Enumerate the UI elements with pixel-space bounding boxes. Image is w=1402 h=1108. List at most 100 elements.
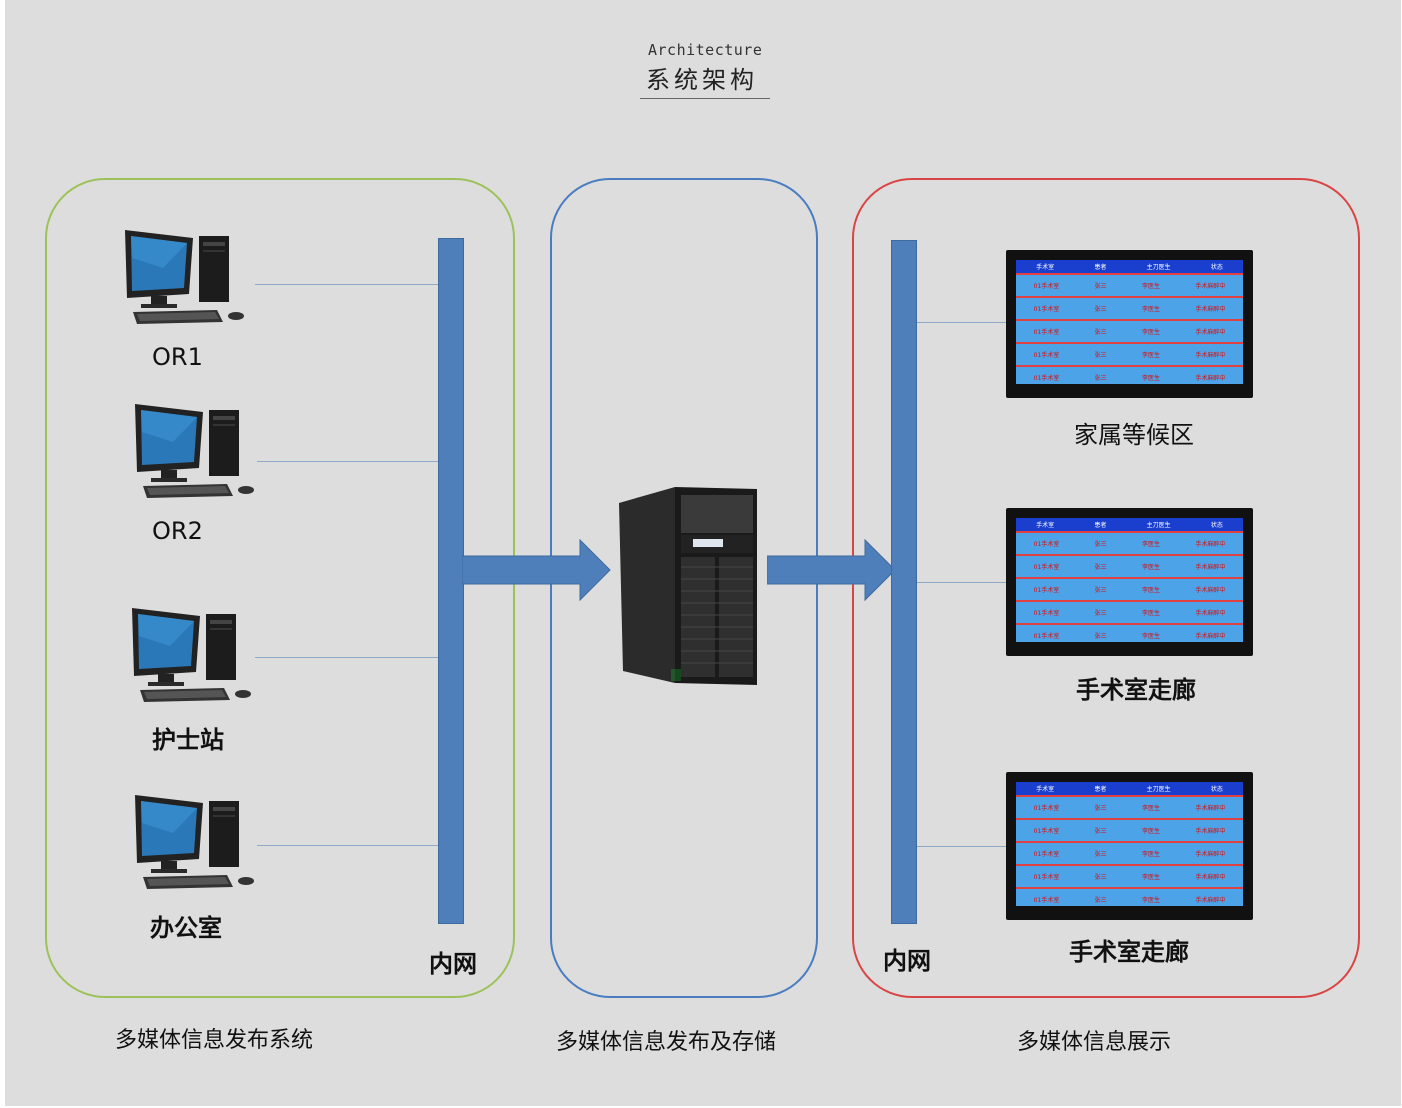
screen-cell: 手术麻醉中	[1195, 564, 1226, 571]
screen-cell: 张三	[1094, 541, 1107, 548]
arrow-right-icon	[767, 538, 896, 602]
screen-table-row: 01手术室 张三 李医生 手术麻醉中	[1016, 531, 1243, 554]
screen-cell: 李医生	[1141, 283, 1160, 290]
screen-cell: 张三	[1094, 564, 1107, 571]
title-underline	[640, 98, 770, 99]
screen-table-row: 01手术室 张三 李医生 手术麻醉中	[1016, 273, 1243, 296]
screen-cell: 01手术室	[1033, 329, 1060, 336]
right-group-caption: 多媒体信息展示	[1017, 1030, 1172, 1055]
middle-group-border	[550, 178, 818, 998]
desktop-computer-icon	[135, 795, 254, 889]
server-tower-icon	[619, 487, 757, 685]
screen-cell: 张三	[1094, 897, 1107, 904]
desktop-computer-icon	[135, 404, 254, 498]
screen-table-row: 01手术室张三李医生手术麻醉中	[1016, 342, 1243, 365]
computer-office-label: 办公室	[150, 914, 222, 942]
computer-nurse-station	[130, 606, 258, 710]
display-1-label: 家属等候区	[1074, 421, 1194, 449]
screen-cell: 手术麻醉中	[1195, 329, 1226, 336]
left-group-caption: 多媒体信息发布系统	[115, 1028, 314, 1053]
screen-table-row: 01手术室张三李医生手术麻醉中	[1016, 818, 1243, 841]
right-bus-label: 内网	[883, 947, 931, 975]
screen-table-row: 01手术室张三李医生手术麻醉中	[1016, 887, 1243, 910]
display-2-label: 手术室走廊	[1076, 676, 1196, 704]
screen-table-row: 01手术室张三李医生手术麻醉中	[1016, 577, 1243, 600]
screen-cell: 01手术室	[1033, 610, 1060, 617]
screen-cell: 手术麻醉中	[1195, 851, 1226, 858]
screen-cell: 手术麻醉中	[1195, 587, 1226, 594]
screen-cell: 手术麻醉中	[1195, 375, 1226, 382]
left-network-bus	[438, 238, 464, 924]
screen-header-cell: 手术室	[1036, 264, 1055, 271]
screen-header-cell: 患者	[1094, 522, 1107, 529]
connector-line	[257, 845, 438, 846]
screen-cell: 01手术室	[1033, 828, 1060, 835]
connector-line	[255, 284, 438, 285]
screen-table-header: 手术室患者主刀医生状态	[1016, 782, 1243, 795]
screen-cell: 张三	[1094, 587, 1107, 594]
screen-header-cell: 主刀医生	[1146, 786, 1171, 793]
screen-cell: 01手术室	[1033, 352, 1060, 359]
screen-cell: 李医生	[1141, 851, 1160, 858]
screen-table-row: 01手术室张三李医生手术麻醉中	[1016, 365, 1243, 388]
computer-or1	[123, 228, 251, 332]
screen-cell: 手术麻醉中	[1195, 805, 1226, 812]
screen-cell: 张三	[1094, 283, 1107, 290]
screen-cell: 手术麻醉中	[1195, 610, 1226, 617]
right-network-bus	[891, 240, 917, 924]
diagram-canvas: Architecture 系统架构 内网 OR1 OR2	[5, 0, 1401, 1106]
screen-table-row: 01手术室张三李医生手术麻醉中	[1016, 795, 1243, 818]
connector-line	[255, 657, 438, 658]
screen-cell: 手术麻醉中	[1195, 306, 1226, 313]
screen-cell: 01手术室	[1033, 283, 1060, 290]
connector-line	[917, 322, 1007, 323]
screen-cell: 01手术室	[1033, 633, 1060, 640]
computer-or2-label: OR2	[152, 517, 203, 545]
screen-cell: 手术麻醉中	[1195, 283, 1226, 290]
screen-cell: 张三	[1094, 851, 1107, 858]
screen-table-row: 01手术室 张三 李医生 手术麻醉中	[1016, 319, 1243, 342]
screen-cell: 张三	[1094, 828, 1107, 835]
desktop-computer-icon	[132, 608, 251, 702]
screen-header-cell: 患者	[1094, 264, 1107, 271]
screen-cell: 李医生	[1141, 564, 1160, 571]
arrow-right-icon	[462, 538, 611, 602]
screen-cell: 01手术室	[1033, 897, 1060, 904]
screen-header-cell: 状态	[1210, 522, 1223, 529]
screen-header-cell: 患者	[1094, 786, 1107, 793]
screen-cell: 李医生	[1141, 805, 1160, 812]
screen-cell: 李医生	[1141, 610, 1160, 617]
screen-table-row: 01手术室张三李医生手术麻醉中	[1016, 623, 1243, 646]
screen-table-row: 01手术室 张三 李医生 手术麻醉中	[1016, 554, 1243, 577]
screen-cell: 张三	[1094, 329, 1107, 336]
title-chinese: 系统架构	[646, 66, 758, 94]
screen-table-row: 01手术室张三李医生手术麻醉中	[1016, 864, 1243, 887]
screen-cell: 李医生	[1141, 541, 1160, 548]
screen-cell: 01手术室	[1033, 564, 1060, 571]
screen-cell: 李医生	[1141, 897, 1160, 904]
connector-line	[917, 582, 1007, 583]
screen-cell: 张三	[1094, 874, 1107, 881]
desktop-computer-icon	[125, 230, 244, 324]
computer-office	[133, 793, 261, 897]
screen-cell: 李医生	[1141, 828, 1160, 835]
screen-cell: 张三	[1094, 610, 1107, 617]
screen-table-row: 01手术室 张三 李医生 手术麻醉中	[1016, 841, 1243, 864]
screen-cell: 李医生	[1141, 306, 1160, 313]
screen-cell: 手术麻醉中	[1195, 541, 1226, 548]
connector-line	[917, 846, 1007, 847]
connector-line	[257, 461, 438, 462]
screen-cell: 李医生	[1141, 329, 1160, 336]
screen-cell: 01手术室	[1033, 541, 1060, 548]
screen-cell: 01手术室	[1033, 851, 1060, 858]
left-bus-label: 内网	[429, 950, 477, 978]
display-3-label: 手术室走廊	[1069, 938, 1189, 966]
screen-cell: 01手术室	[1033, 306, 1060, 313]
screen-cell: 李医生	[1141, 874, 1160, 881]
screen-cell: 张三	[1094, 805, 1107, 812]
